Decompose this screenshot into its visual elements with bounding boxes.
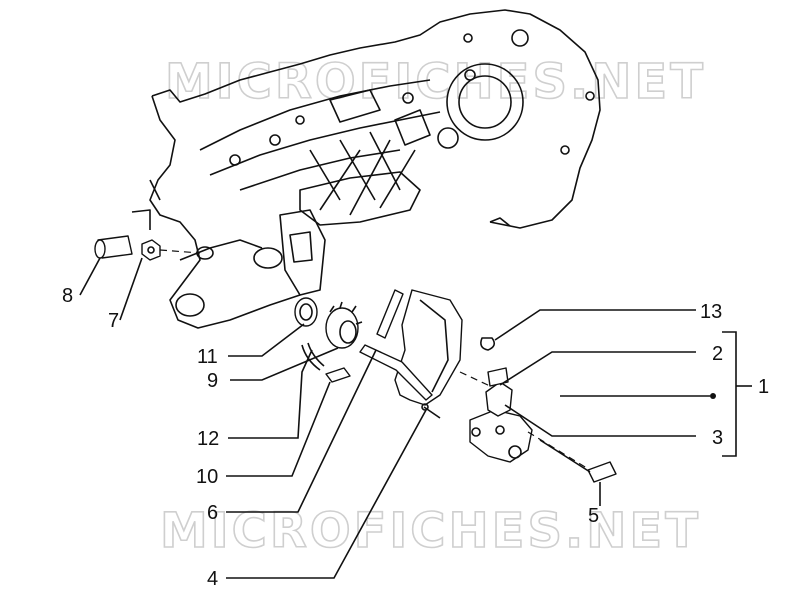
callout-9: 9 [207, 370, 218, 392]
callout-4: 4 [207, 568, 218, 590]
part-5-bolt [539, 439, 617, 483]
assembly-line-6 [459, 371, 491, 387]
part-9-gear [325, 301, 363, 349]
callout-numbers: 1 2 3 4 5 6 7 8 9 10 11 12 13 [62, 285, 769, 590]
part-7-nut [141, 239, 161, 261]
part-6-pedal-lever [359, 289, 463, 406]
callout-7: 7 [108, 310, 119, 332]
leader-lines [79, 257, 752, 579]
callout-2: 2 [712, 343, 723, 365]
callout-5: 5 [588, 505, 599, 527]
callout-10: 10 [196, 466, 218, 488]
part-10-spring [325, 367, 351, 383]
assembly-line-7 [159, 249, 201, 254]
crankcase-drawing [131, 9, 601, 329]
part-13-clip [480, 337, 496, 351]
part-1-caliper-assembly [469, 367, 533, 463]
callout-8: 8 [62, 285, 73, 307]
part-8-pin [94, 235, 133, 259]
leader-dot-1 [710, 393, 716, 399]
assembly-line-5 [527, 431, 591, 471]
part-4-screw [421, 403, 441, 419]
callout-6: 6 [207, 502, 218, 524]
callout-1: 1 [758, 376, 769, 398]
callout-11: 11 [197, 346, 218, 368]
watermark-top: MICROFICHES.NET [165, 54, 706, 110]
part-11-bearing [294, 297, 318, 327]
callout-13: 13 [700, 301, 722, 323]
callout-3: 3 [712, 427, 723, 449]
callout-12: 12 [197, 428, 219, 450]
